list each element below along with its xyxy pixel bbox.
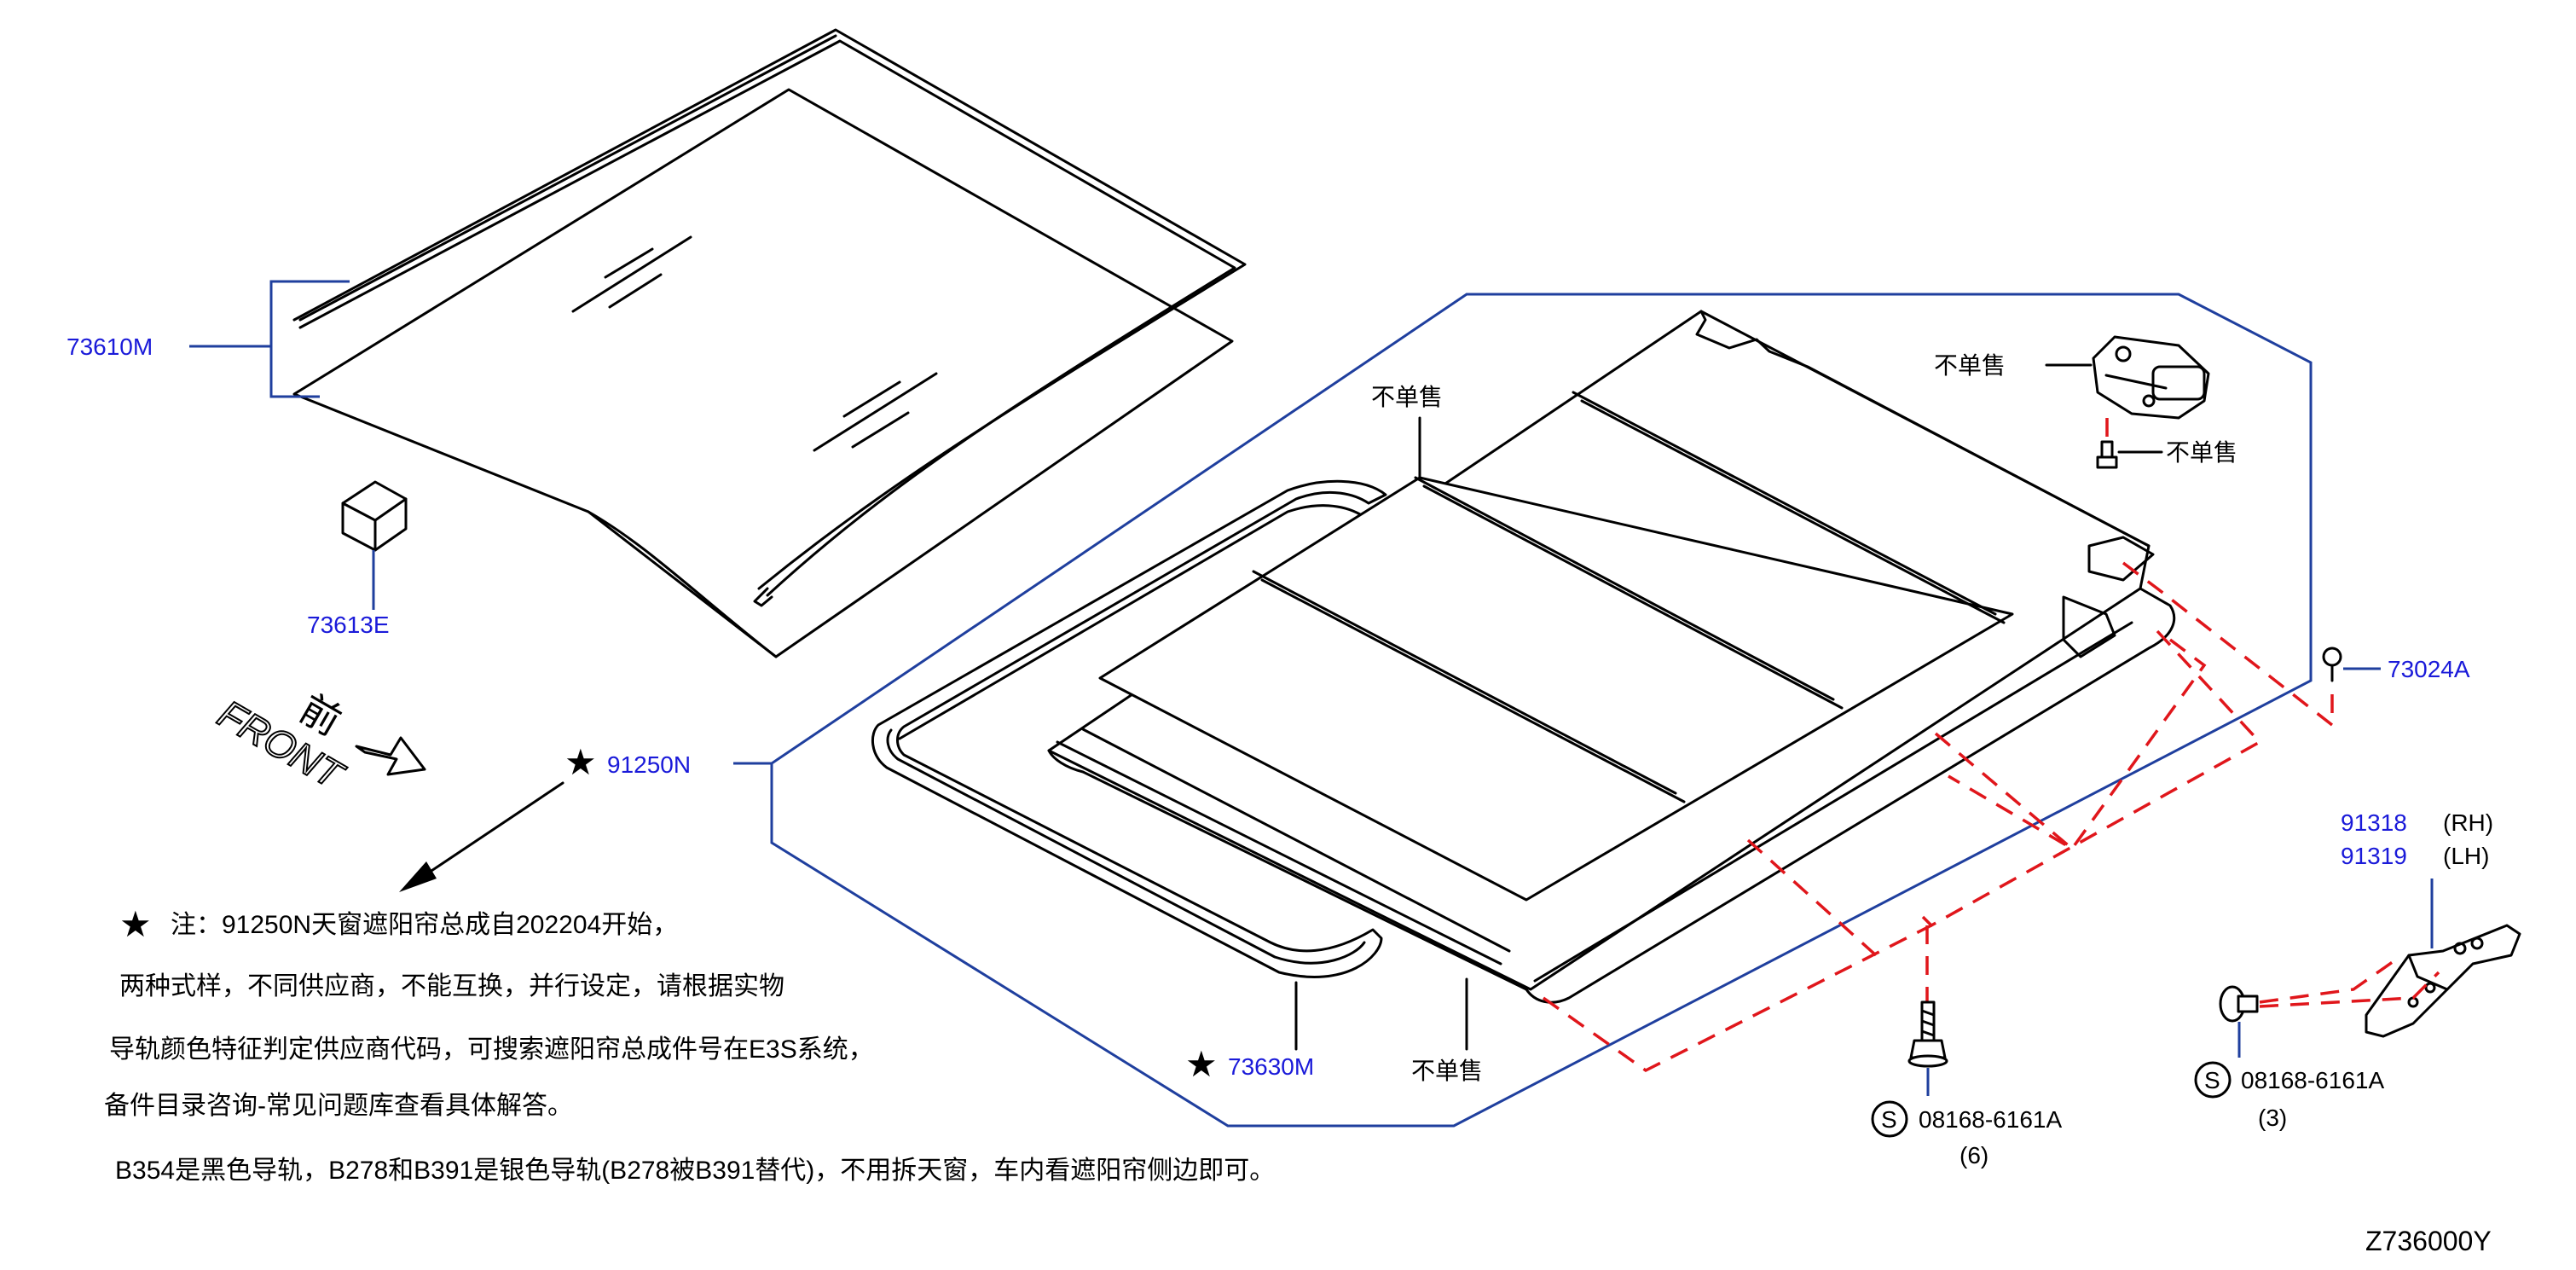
motor-drawing xyxy=(2092,335,2210,469)
note-line-5: B354是黑色导轨，B278和B391是银色导轨(B278被B391替代)，不用… xyxy=(115,1157,1275,1185)
leader-73610M xyxy=(189,280,350,398)
bracket-drawing xyxy=(2365,924,2521,1038)
lh-label: (LH) xyxy=(2443,843,2489,869)
part-number-91250N[interactable]: 91250N xyxy=(607,751,691,778)
front-arrow-icon xyxy=(355,736,426,776)
dashed-locator-lines xyxy=(1542,561,2334,1073)
part-number-73613E[interactable]: 73613E xyxy=(307,612,390,638)
part-number-bolt-6[interactable]: 08168-6161A xyxy=(1919,1106,2062,1133)
sunroof-glass-drawing xyxy=(292,28,1247,658)
part-number-73610M[interactable]: 73610M xyxy=(67,333,153,360)
screw-73024A xyxy=(2322,647,2342,682)
cube-part-icon xyxy=(341,480,408,610)
part-number-91318[interactable]: 91318 xyxy=(2341,809,2407,836)
note-line-3: 导轨颜色特征判定供应商代码，可搜索遮阳帘总成件号在E3S系统， xyxy=(109,1035,874,1064)
part-number-73630M[interactable]: 73630M xyxy=(1228,1053,1314,1080)
part-number-91319[interactable]: 91319 xyxy=(2341,843,2407,869)
part-number-73024A[interactable]: 73024A xyxy=(2388,656,2470,682)
rh-label: (RH) xyxy=(2443,809,2493,836)
bolt-6-qty: (6) xyxy=(1959,1142,1988,1169)
not-sold-label-motor: 不单售 xyxy=(1934,352,2006,379)
diagram-id: Z736000Y xyxy=(2365,1226,2492,1256)
note-line-4: 备件目录咨询-常见问题库查看具体解答。 xyxy=(104,1092,573,1120)
bolt-6-drawing xyxy=(1907,1000,1948,1068)
assembly-91250N-boundary xyxy=(770,293,2313,1128)
part-number-bolt-3[interactable]: 08168-6161A xyxy=(2241,1067,2384,1093)
star-73630M: ★ xyxy=(1185,1044,1218,1084)
star-91250N: ★ xyxy=(564,742,597,782)
not-sold-label-1: 不单售 xyxy=(1371,384,1443,410)
sunshade-assembly-drawing xyxy=(871,310,2176,1004)
direction-arrow xyxy=(399,781,564,892)
s-mark-icon-2 xyxy=(2194,1061,2232,1099)
note-line-1: 注：91250N天窗遮阳帘总成自202204开始， xyxy=(171,911,678,939)
not-sold-label-2: 不单售 xyxy=(1411,1058,1483,1084)
not-sold-label-screw: 不单售 xyxy=(2166,439,2237,466)
dashed-bracket-lines xyxy=(2259,958,2440,1008)
bolt-3-qty: (3) xyxy=(2258,1105,2287,1131)
note-line-2: 两种式样，不同供应商，不能互换，并行设定，请根据实物 xyxy=(119,972,784,1000)
s-mark-icon-1 xyxy=(1871,1100,1908,1138)
notes-block: ★ 注：91250N天窗遮阳帘总成自202204开始， 两种式样，不同供应商，不… xyxy=(104,904,1275,1185)
s-mark-1: S xyxy=(1881,1106,1897,1133)
bolt-3-drawing xyxy=(2219,985,2259,1023)
s-mark-2: S xyxy=(2204,1067,2220,1093)
front-direction-indicator: 前 FRONT xyxy=(210,686,426,799)
notes-star: ★ xyxy=(119,904,152,944)
